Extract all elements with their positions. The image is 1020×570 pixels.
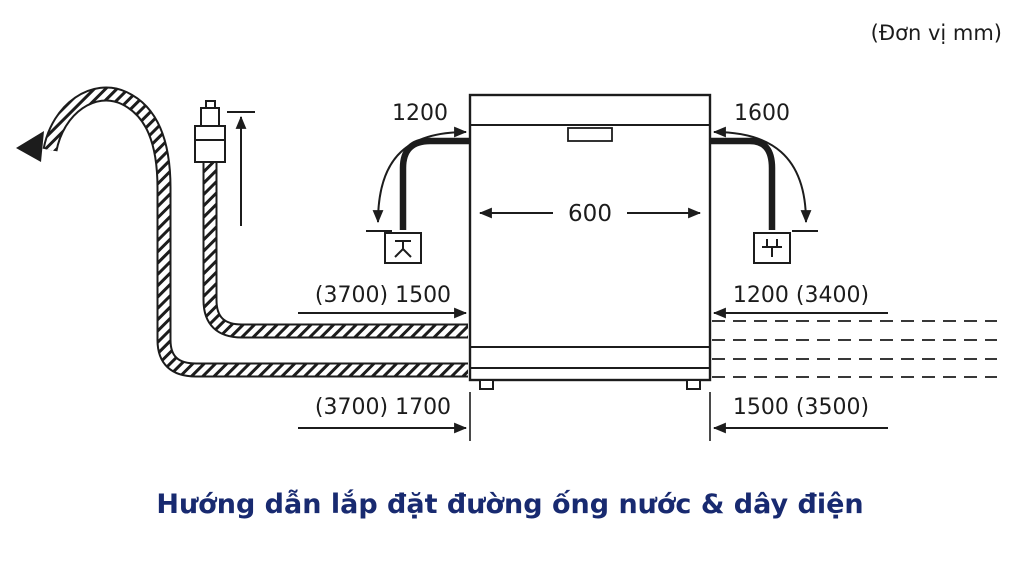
drain-hose: [16, 86, 468, 378]
water-tap-icon: [384, 232, 422, 264]
power-cable: [710, 137, 776, 230]
dishwasher-body: [468, 93, 712, 382]
inlet-run-label: (3700) 1500: [315, 283, 451, 308]
control-panel: [567, 127, 613, 142]
machine-width-label: 600: [568, 201, 612, 227]
left-foot: [479, 379, 494, 390]
inlet-run-dimension: (3700) 1500: [298, 283, 468, 319]
water-stop-fitting: [194, 100, 226, 163]
inlet-connection: [384, 137, 470, 264]
unit-note: (Đơn vị mm): [871, 21, 1002, 45]
power-plug-icon: [753, 232, 791, 264]
dishwasher: [468, 93, 712, 390]
cord-run-dimension: 1500 (3500): [709, 392, 888, 441]
inlet-drop-dimension: 1200: [366, 101, 468, 232]
power-drop-label: 1600: [734, 101, 790, 126]
power-run-label: 1200 (3400): [733, 283, 869, 308]
inlet-drop-label: 1200: [392, 101, 448, 126]
drain-run-dimension: (3700) 1700: [298, 392, 471, 441]
drain-run-label: (3700) 1700: [315, 395, 451, 420]
page-caption: Hướng dẫn lắp đặt đường ống nước & dây đ…: [156, 489, 863, 520]
power-drop-dimension: 1600: [712, 101, 818, 232]
inlet-pipe: [399, 137, 470, 230]
fitting-height-dimension: [227, 111, 255, 226]
dashed-extension-lines: [712, 320, 997, 378]
hose-end-arrow-icon: [16, 131, 44, 162]
inlet-supply-hose: [202, 162, 468, 339]
cord-run-label: 1500 (3500): [733, 395, 869, 420]
right-foot: [686, 379, 701, 390]
machine-width-dimension: 600: [478, 201, 702, 227]
power-connection: [710, 137, 791, 264]
power-run-dimension: 1200 (3400): [712, 283, 888, 319]
